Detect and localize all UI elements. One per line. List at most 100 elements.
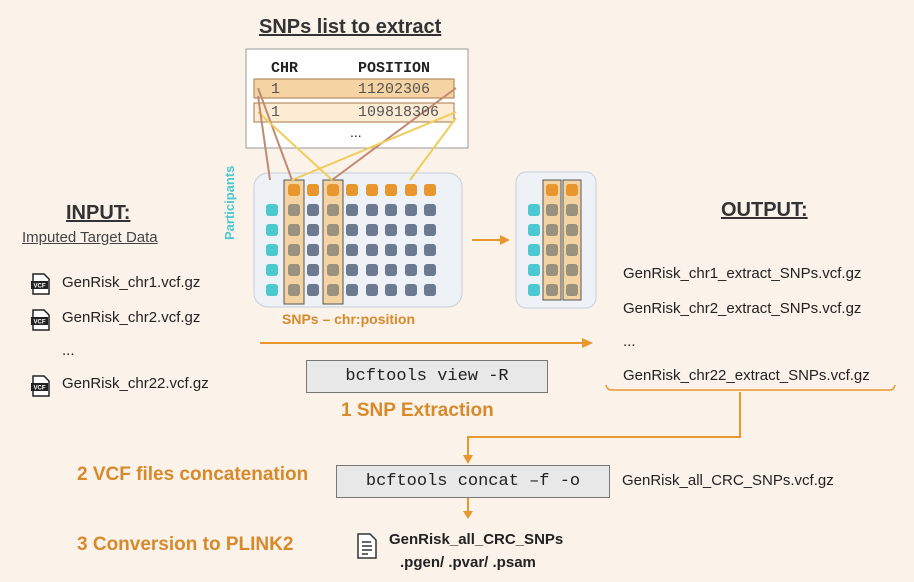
participant-dot — [528, 264, 540, 276]
vcf-icon-label: VCF — [34, 320, 46, 326]
genotype-dot — [288, 284, 300, 296]
participant-dot — [528, 244, 540, 256]
genotype-dot — [307, 204, 319, 216]
bcftools-view-command: bcftools view -R — [306, 360, 548, 393]
genotype-dot — [327, 284, 339, 296]
genotype-dot — [424, 264, 436, 276]
participant-dot — [266, 264, 278, 276]
participants-label: Participants — [222, 165, 237, 240]
input-file-2: GenRisk_chr2.vcf.gz — [62, 309, 201, 326]
snp-col-chr: CHR — [271, 60, 299, 77]
output-file-1: GenRisk_chr1_extract_SNPs.vcf.gz — [623, 265, 862, 282]
genotype-dot — [346, 284, 358, 296]
input-file-ellipsis: ... — [62, 342, 75, 359]
genotype-dot — [385, 224, 397, 236]
genotype-dot — [546, 204, 558, 216]
genotype-dot — [405, 264, 417, 276]
genotype-dot — [385, 244, 397, 256]
vcf-file-icon: VCF — [31, 375, 50, 397]
snp-header-dot — [546, 184, 558, 196]
snp-header-dot — [424, 184, 436, 196]
genotype-dot — [288, 224, 300, 236]
snp-col-position: POSITION — [358, 60, 431, 77]
genotype-dot — [327, 204, 339, 216]
genotype-dot — [307, 224, 319, 236]
genotype-dot — [346, 244, 358, 256]
genotype-dot — [546, 264, 558, 276]
participant-dot — [528, 224, 540, 236]
snp-table-title: SNPs list to extract — [259, 16, 442, 38]
vcf-icon-label: VCF — [34, 386, 46, 392]
genotype-dot — [288, 204, 300, 216]
snp-header-dot — [385, 184, 397, 196]
genotype-dot — [346, 204, 358, 216]
genotype-dot — [546, 224, 558, 236]
genotype-dot — [405, 244, 417, 256]
genotype-dot — [546, 284, 558, 296]
link-line-yellow-2 — [291, 111, 457, 181]
vcf-icon-label: VCF — [34, 284, 46, 290]
participant-dot — [266, 284, 278, 296]
plink-file-name: GenRisk_all_CRC_SNPs — [389, 531, 564, 548]
participant-dot — [528, 284, 540, 296]
snp-header-dot — [307, 184, 319, 196]
genotype-dot — [566, 244, 578, 256]
participant-dot — [528, 204, 540, 216]
genotype-dot — [327, 264, 339, 276]
genotype-dot — [546, 244, 558, 256]
output-file-22: GenRisk_chr22_extract_SNPs.vcf.gz — [623, 367, 870, 384]
vcf-file-icon: VCF — [31, 273, 50, 295]
step1-label: 1 SNP Extraction — [341, 400, 494, 421]
snps-axis-label: SNPs – chr:position — [282, 311, 416, 327]
genotype-dot — [566, 204, 578, 216]
snp-row-1-chr: 1 — [271, 81, 281, 98]
link-line-brown-2 — [331, 87, 457, 181]
plink-file-extensions: .pgen/ .pvar/ .psam — [400, 554, 536, 571]
genotype-dot — [307, 284, 319, 296]
genotype-dot — [346, 264, 358, 276]
snp-header-dot — [346, 184, 358, 196]
genotype-dot — [424, 204, 436, 216]
concat-output-file: GenRisk_all_CRC_SNPs.vcf.gz — [622, 472, 834, 489]
output-file-2: GenRisk_chr2_extract_SNPs.vcf.gz — [623, 300, 862, 317]
genotype-dot — [566, 264, 578, 276]
genotype-dot — [346, 224, 358, 236]
input-file-1: GenRisk_chr1.vcf.gz — [62, 274, 201, 291]
link-line-yellow-3 — [409, 117, 457, 181]
genotype-dot — [307, 244, 319, 256]
step2-label: 2 VCF files concatenation — [77, 464, 309, 485]
genotype-dot — [424, 244, 436, 256]
genotype-dot — [424, 224, 436, 236]
output-heading: OUTPUT: — [721, 199, 808, 221]
input-heading: INPUT: — [66, 202, 131, 224]
genotype-dot — [327, 244, 339, 256]
genotype-dot — [366, 264, 378, 276]
step3-label: 3 Conversion to PLINK2 — [77, 534, 294, 555]
link-line-brown-1 — [257, 87, 293, 181]
genotype-dot — [385, 264, 397, 276]
participant-dot — [266, 244, 278, 256]
genotype-dot — [327, 224, 339, 236]
input-file-22: GenRisk_chr22.vcf.gz — [62, 375, 209, 392]
snp-table-ellipsis: ... — [350, 124, 362, 140]
genotype-dot — [385, 284, 397, 296]
output-file-ellipsis: ... — [623, 333, 636, 350]
genotype-dot — [405, 224, 417, 236]
genotype-dot — [366, 284, 378, 296]
genotype-dot — [307, 264, 319, 276]
participant-dot — [266, 224, 278, 236]
output-to-concat-arrow — [467, 392, 741, 455]
snp-header-dot — [405, 184, 417, 196]
link-line-brown-3 — [257, 95, 271, 181]
bcftools-concat-command: bcftools concat –f -o — [336, 465, 610, 498]
genotype-dot — [405, 284, 417, 296]
genotype-dot — [566, 284, 578, 296]
genotype-dot — [366, 244, 378, 256]
document-icon — [356, 533, 378, 559]
genotype-dot — [424, 284, 436, 296]
snp-row-1-position: 11202306 — [358, 81, 431, 98]
output-bracket — [605, 384, 896, 391]
snp-header-dot — [288, 184, 300, 196]
